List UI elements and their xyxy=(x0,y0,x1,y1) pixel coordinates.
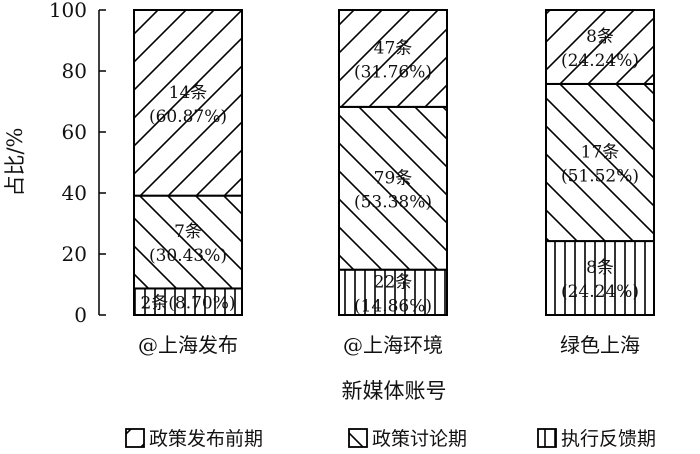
x-tick-label: @上海环境 xyxy=(343,333,443,357)
y-tick-label: 100 xyxy=(49,0,87,22)
data-label: 17条(51.52%) xyxy=(561,143,639,187)
data-label: 2条(8.70%) xyxy=(140,294,235,314)
data-label: 47条(31.76%) xyxy=(354,38,432,82)
bar-segment xyxy=(133,194,243,290)
data-label: 7条(30.43%) xyxy=(149,222,227,266)
bar-segment xyxy=(133,9,243,197)
legend-swatch xyxy=(537,428,557,448)
data-label: 8条(24.24%) xyxy=(561,27,639,71)
bar-segment xyxy=(545,9,655,85)
legend-label: 政策发布前期 xyxy=(149,428,263,450)
bar-segment xyxy=(338,268,448,316)
x-axis-label: 新媒体账号 xyxy=(342,379,447,403)
legend-swatch xyxy=(348,428,368,448)
y-tick-label: 20 xyxy=(62,242,87,266)
legend: 政策发布前期 政策讨论期 执行反馈期 xyxy=(125,428,656,450)
bar-segment xyxy=(545,82,655,243)
y-tick-label: 80 xyxy=(62,59,87,83)
bars: 2条(8.70%) 7条(30.43%) 14条(60.87%) 22条(14.86%… xyxy=(133,9,655,316)
y-tick-label: 40 xyxy=(62,181,87,205)
data-label: 79条(53.38%) xyxy=(354,168,432,212)
y-tick-label: 60 xyxy=(62,120,87,144)
bar-segment xyxy=(338,105,448,271)
data-label: 14条(60.87%) xyxy=(149,83,227,127)
legend-label: 政策讨论期 xyxy=(372,428,467,450)
y-tick-label: 0 xyxy=(74,303,87,327)
data-label: 22条(14.86%) xyxy=(354,272,432,316)
y-axis-ticks: 0 20 40 60 80 100 xyxy=(49,0,106,327)
legend-label: 执行反馈期 xyxy=(561,428,656,450)
y-axis-label: 占比/% xyxy=(3,127,27,196)
bar-segment xyxy=(338,9,448,108)
x-tick-label: 绿色上海 xyxy=(560,333,640,357)
x-axis-tick-labels: @上海发布 @上海环境 绿色上海 xyxy=(138,333,640,357)
data-label: 8条(24.24%) xyxy=(561,258,639,302)
legend-swatch xyxy=(125,428,145,448)
x-tick-label: @上海发布 xyxy=(138,333,238,357)
plot-area: 0 20 40 60 80 100 2条(8.70%) 7条(30.43%) 14条(60.8… xyxy=(49,0,655,357)
